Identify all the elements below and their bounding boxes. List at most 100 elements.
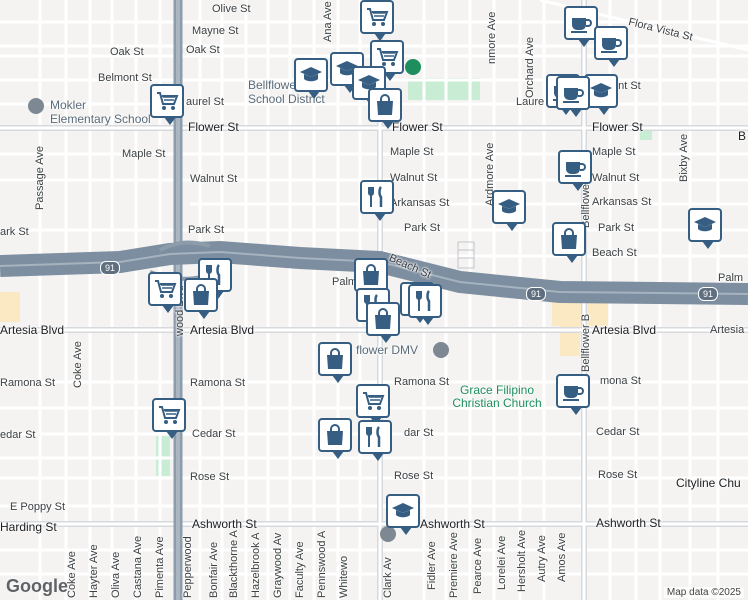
street-label-cedar-mid: dar St	[404, 427, 434, 439]
restaurant-marker[interactable]	[358, 420, 392, 461]
shopping-cart-marker[interactable]	[148, 272, 182, 313]
street-label-ashworth-mid: Ashworth St	[420, 517, 485, 531]
cafe-icon	[563, 155, 587, 179]
street-label-cityline: Cityline Chu	[676, 476, 741, 490]
street-label-belmont-right: ont St	[612, 80, 641, 92]
street-label-poppy: E Poppy St	[10, 501, 66, 513]
shopping-cart-marker[interactable]	[356, 384, 390, 425]
street-label-rose-left: Rose St	[190, 471, 230, 483]
street-label-flower-right: Flower St	[592, 120, 643, 134]
street-label-rose-mid: Rose St	[394, 470, 434, 482]
cafe-icon	[561, 379, 585, 403]
street-label-orchard: Orchard Ave	[524, 37, 536, 98]
street-label-flower-mid: Flower St	[392, 120, 443, 134]
shopping-cart-icon	[155, 89, 179, 113]
shopping-bag-marker[interactable]	[318, 342, 352, 383]
school-marker[interactable]	[492, 190, 526, 231]
shopping-bag-marker[interactable]	[368, 88, 402, 129]
street-label-walnut-right: Walnut St	[592, 172, 640, 184]
street-label-arkansas-right: Arkansas St	[592, 196, 652, 208]
street-label-oak-left: Oak St	[110, 46, 144, 58]
cafe-marker[interactable]	[564, 6, 598, 47]
street-label-oliva: Oliva Ave	[110, 551, 122, 598]
shopping-bag-marker[interactable]	[184, 278, 218, 319]
shopping-bag-icon	[371, 307, 395, 331]
street-label-harding: Harding St	[0, 520, 57, 534]
school-marker[interactable]	[386, 494, 420, 535]
commercial-area-2	[552, 300, 608, 326]
school-icon	[693, 213, 717, 237]
street-label-amos: Amos Ave	[556, 532, 568, 582]
shopping-bag-marker[interactable]	[366, 302, 400, 343]
school-icon	[357, 71, 381, 95]
street-label-flower-far: B	[738, 129, 747, 143]
street-label-ashworth-right: Ashworth St	[596, 516, 661, 530]
shopping-cart-marker[interactable]	[360, 0, 394, 41]
cafe-marker[interactable]	[556, 76, 590, 117]
shopping-cart-marker[interactable]	[150, 84, 184, 125]
street-label-clark: Clark Av	[382, 557, 394, 598]
park-area	[408, 78, 480, 100]
street-label-park-mid: Park St	[404, 222, 441, 234]
school-marker[interactable]	[294, 58, 328, 99]
shopping-bag-icon	[323, 423, 347, 447]
street-label-walnut-mid: Walnut St	[390, 172, 438, 184]
cafe-icon	[599, 31, 623, 55]
street-label-artesia-left: Artesia Blvd	[0, 323, 65, 337]
shopping-bag-icon	[189, 283, 213, 307]
street-label-bonfair: Bonfair Ave	[208, 541, 220, 598]
cafe-marker[interactable]	[594, 26, 628, 67]
shopping-bag-marker[interactable]	[318, 418, 352, 459]
park-area-left	[156, 436, 170, 476]
street-label-ramona-center: Ramona St	[394, 376, 450, 388]
street-label-blackthorne: Blackthorne A	[228, 530, 240, 598]
street-label-oak: Oak St	[186, 44, 220, 56]
street-label-cedar-right: Cedar St	[596, 426, 640, 438]
street-label-passage: Passage Ave	[34, 145, 46, 210]
street-label-walnut-left: Walnut St	[190, 173, 238, 185]
street-label-castana: Castana Ave	[132, 535, 144, 598]
restaurant-marker[interactable]	[408, 284, 442, 325]
cafe-marker[interactable]	[556, 374, 590, 415]
street-label-lorelei: Lorelei Ave	[496, 535, 508, 590]
street-label-artesia-mid: Artesia Blvd	[190, 323, 255, 337]
school-marker[interactable]	[688, 208, 722, 249]
cafe-marker[interactable]	[558, 150, 592, 191]
street-label-artesia-right: Artesia Blvd	[592, 323, 657, 337]
google-logo: Google	[6, 576, 68, 596]
school-icon	[497, 195, 521, 219]
dmv-poi-icon	[433, 342, 449, 358]
street-label-ardmore-top: nmore Ave	[486, 11, 498, 64]
street-label-flower-left: Flower St	[188, 120, 239, 134]
park-poi-icon	[405, 59, 421, 75]
shopping-cart-marker[interactable]	[152, 398, 186, 439]
street-label-belmont: Belmont St	[98, 72, 152, 84]
street-label-graywood: Graywood Av	[272, 532, 284, 598]
street-label-faculty: Faculty Ave	[294, 541, 306, 598]
shopping-bag-icon	[557, 227, 581, 251]
school-icon	[391, 499, 415, 523]
shopping-bag-marker[interactable]	[552, 222, 586, 263]
shopping-cart-icon	[375, 45, 399, 69]
street-label-coke: Coke Ave	[72, 341, 84, 388]
street-label-hayter: Hayter Ave	[88, 544, 100, 598]
commercial-area-3	[0, 292, 20, 322]
street-label-hersholt: Hersholt Ave	[516, 529, 528, 592]
shopping-bag-marker[interactable]	[354, 258, 388, 299]
highway-91-shield: 91	[100, 261, 120, 275]
street-label-whitewood: Whitewo	[338, 555, 350, 598]
street-label-rose-right: Rose St	[598, 469, 638, 481]
street-label-maple-left: Maple St	[122, 148, 166, 160]
street-label-arkansas-mid: Arkansas St	[390, 197, 450, 209]
highway-91-shield: 91	[526, 287, 546, 301]
street-label-hazelbrook: Hazelbrook A	[250, 532, 262, 598]
cafe-icon	[561, 81, 585, 105]
restaurant-marker[interactable]	[360, 180, 394, 221]
map-attribution[interactable]: Map data ©2025	[663, 587, 744, 598]
place-label-dmv[interactable]: flower DMV	[356, 343, 419, 357]
shopping-cart-icon	[361, 389, 385, 413]
street-label-ramona-right: mona St	[600, 375, 641, 387]
place-label-mokler[interactable]: Mokler Elementary School	[50, 98, 151, 126]
street-label-palm-right: Palm	[718, 272, 744, 284]
place-label-church[interactable]: Grace Filipino Christian Church	[452, 383, 542, 410]
